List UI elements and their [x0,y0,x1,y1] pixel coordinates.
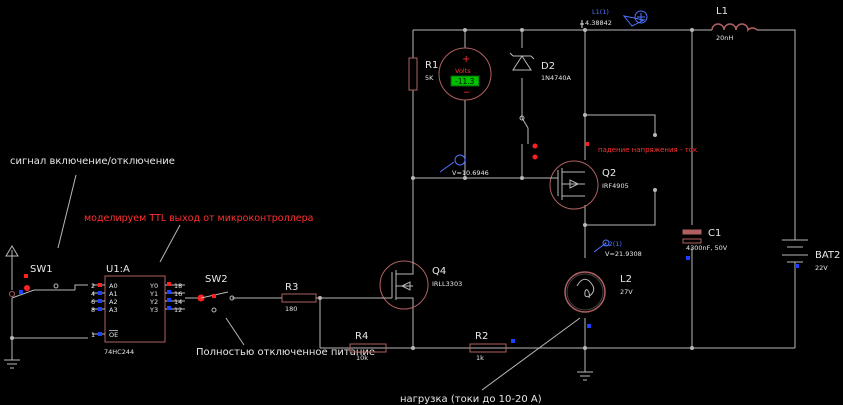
voltmeter: + Volts -11.3 − [438,47,492,101]
u1-pin-name: Y1 [149,290,158,298]
u1-pin-name: A3 [109,306,118,314]
voltmeter-reading: -11.3 [455,77,475,86]
r2-value: 1k [476,354,484,362]
inductor-l1: L1 20nH [711,6,758,42]
ammeter-probe-icon [634,10,648,24]
probe-current: L1(1) 4.38842 [580,8,648,28]
sw1-ref: SW1 [30,264,53,275]
zener-d2: D2 1N4740A [509,52,572,160]
mosfet-q2: Q2 IRF4905 [548,142,629,210]
voltage-probe-icon [602,239,610,247]
d2-ref: D2 [541,61,555,72]
u1-pin-name: OE [109,331,118,339]
annotation-load-note: нагрузка (токи до 10-20 А) [400,394,542,405]
switch-sw1[interactable]: SW1 [5,245,59,297]
annotation-full-off: Полностью отключенное питание [196,347,375,358]
q2-part: IRF4905 [602,182,629,190]
r1-ref: R1 [425,60,438,71]
u1-pin-num: 4 [91,290,95,298]
d2-part: 1N4740A [541,74,572,82]
u1-pin-name: Y0 [149,282,158,290]
u1-output-pins: Y0 Y1 Y2 Y3 18 16 14 12 [149,282,185,314]
u1-ref: U1:A [106,264,130,275]
wires [11,29,796,372]
u1-pin-num: 16 [174,290,182,298]
u1-pin-num: 1 [91,331,95,339]
voltmeter-plus: + [462,54,470,65]
probe-load-reading: V=21.9308 [605,250,642,258]
u1-pin-num: 14 [174,298,182,306]
r3-ref: R3 [285,282,298,293]
supply-arrow-icon [5,245,19,257]
annotation-arrow-load [481,317,581,391]
probe-current-reading: 4.38842 [585,19,612,27]
q4-ref: Q4 [432,266,446,277]
capacitor-c1: C1 4300nF, 50V [682,228,728,260]
u1-pin-name: A0 [109,282,118,290]
resistor-r2: R2 1k [469,331,515,362]
r4-ref: R4 [355,331,368,342]
annotation-arrow-signal [57,174,77,249]
probe-gate-reading: V=10.6946 [452,169,489,177]
probe-gate-voltage: V=10.6946 [439,154,489,177]
u1-pin-name: Y3 [149,306,158,314]
c1-ref: C1 [708,228,721,239]
l1-value: 20nH [716,34,733,42]
probe-current-name: L1(1) [592,8,609,16]
switch-sw2[interactable]: SW2 [197,274,235,313]
annotation-voltage-drop: падение напряжения - ток [598,146,697,154]
u1-pin-num: 2 [91,282,95,290]
resistor-r3: R3 180 [281,282,317,313]
u1-pin-num: 12 [174,306,182,314]
probe-load-voltage: L2(1) V=21.9308 [593,239,642,258]
r3-value: 180 [285,305,297,313]
voltmeter-display [450,75,480,87]
voltage-probe-icon [454,154,466,166]
annotation-signal-onoff: сигнал включение/отключение [10,156,175,167]
sw2-throw [229,295,235,301]
ground-icon [4,359,20,369]
resistor-r4: R4 10k [349,331,387,362]
voltmeter-minus: − [463,88,471,98]
l1-ref: L1 [716,6,728,17]
l2-ref: L2 [620,274,632,285]
u1-pin-num: 6 [91,298,95,306]
sw1-contact [9,291,15,297]
c1-value: 4300nF, 50V [686,244,728,252]
annotation-arrow-full-off [225,317,245,346]
resistor-r1: R1 5K [408,57,438,91]
bat2-ref: BAT2 [815,250,840,261]
bat2-value: 22V [815,264,828,272]
q2-ref: Q2 [602,168,616,179]
u1-pin-num: 8 [91,306,95,314]
lamp-l2: L2 27V [564,271,633,328]
probe-load-name: L2(1) [605,240,622,248]
u1-part: 74HC244 [104,348,134,356]
ic-u1: U1:A 74HC244 2 4 6 8 1 A0 A1 A2 A3 OE Y0… [91,264,185,356]
sw1-pin-red [24,274,28,278]
sw1-pin-blue [19,290,23,294]
u1-pin-name: A1 [109,290,118,298]
r4-value: 10k [356,354,368,362]
battery-bat2: BAT2 22V [782,239,840,272]
r2-ref: R2 [475,331,488,342]
mosfet-q4: Q4 IRLL3303 [379,260,462,310]
sw1-pole [24,285,30,291]
junction-dots [10,28,694,350]
r1-value: 5K [425,74,434,82]
q4-part: IRLL3303 [432,280,462,288]
sw2-ref: SW2 [205,274,228,285]
u1-input-pins: 2 4 6 8 1 A0 A1 A2 A3 OE [91,282,118,339]
u1-pin-name: Y2 [149,298,158,306]
sw1-throw [53,283,59,289]
sw2-nc [211,307,217,313]
annotation-ttl-note: моделируем TTL выход от микроконтроллера [84,213,313,224]
annotation-arrow-ttl [159,224,181,263]
u1-pin-name: A2 [109,298,118,306]
u1-pin-num: 18 [174,282,182,290]
voltmeter-unit: Volts [455,67,471,75]
l2-value: 27V [620,288,633,296]
ground-icon [577,371,593,381]
